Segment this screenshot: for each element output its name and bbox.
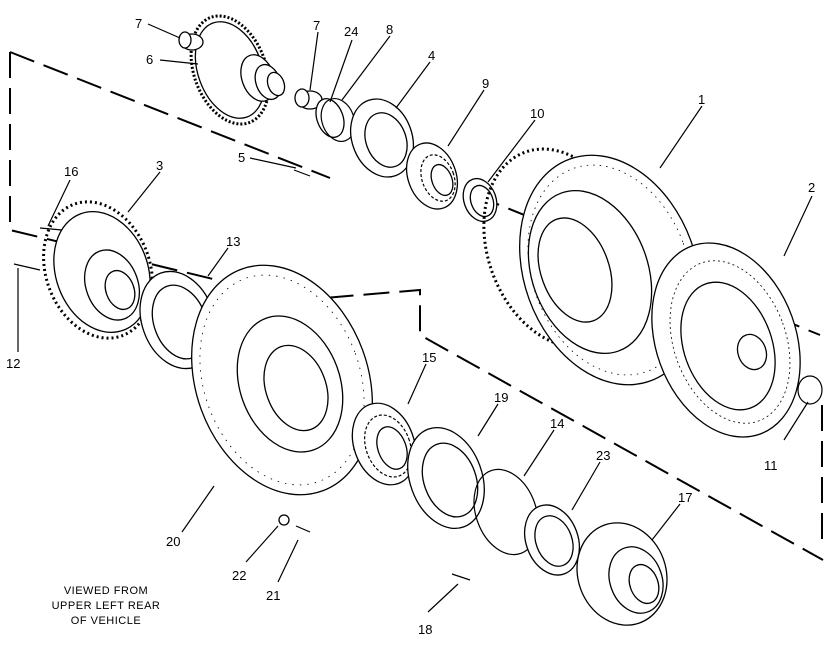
- label-7-left: 7: [135, 16, 142, 31]
- label-10: 10: [530, 106, 544, 121]
- caption-line-2: UPPER LEFT REAR: [52, 600, 161, 612]
- label-1: 1: [698, 92, 705, 107]
- part-15-bearing: [351, 402, 417, 486]
- part-22-washer: [278, 514, 290, 526]
- label-9: 9: [482, 76, 489, 91]
- label-14: 14: [550, 416, 564, 431]
- label-19: 19: [494, 390, 508, 405]
- label-13: 13: [226, 234, 240, 249]
- label-11: 11: [764, 458, 778, 473]
- part-3-hub: [42, 200, 154, 340]
- label-15: 15: [422, 350, 436, 365]
- part-17-hub: [576, 522, 668, 626]
- label-5: 5: [238, 150, 245, 165]
- part-21-bolt: [295, 525, 311, 533]
- part-7-sleeve-left: [178, 31, 204, 51]
- label-22: 22: [232, 568, 246, 583]
- leader-lines: [17, 23, 813, 613]
- part-11-oring: [797, 375, 823, 405]
- label-6: 6: [146, 52, 153, 67]
- label-12: 12: [6, 356, 20, 371]
- part-12-bolt: [13, 263, 41, 271]
- part-18-bolt: [451, 573, 471, 581]
- part-23-washer: [523, 504, 581, 576]
- part-20-disc: [191, 264, 373, 496]
- part-7-sleeve-right: [294, 88, 323, 110]
- part-24-ring: [315, 98, 345, 138]
- label-18: 18: [418, 622, 432, 637]
- caption-line-1: VIEWED FROM: [64, 585, 148, 597]
- part-labels: 7 6 7 24 8 4 5 9 10 1 2 3 16 13 12 15 19…: [6, 16, 815, 637]
- part-6-gear: [189, 14, 286, 126]
- label-3: 3: [156, 158, 163, 173]
- label-21: 21: [266, 588, 280, 603]
- part-4-cup: [350, 98, 414, 178]
- label-8: 8: [386, 22, 393, 37]
- label-7-right: 7: [313, 18, 320, 33]
- part-14-oring: [473, 468, 539, 556]
- view-caption: VIEWED FROM UPPER LEFT REAR OF VEHICLE: [52, 585, 161, 627]
- part-5-bolt: [293, 169, 311, 177]
- label-20: 20: [166, 534, 180, 549]
- part-2-carrier: [651, 242, 801, 438]
- label-4: 4: [428, 48, 435, 63]
- label-17: 17: [678, 490, 692, 505]
- part-10-ring: [462, 177, 498, 223]
- caption-line-3: OF VEHICLE: [71, 615, 141, 627]
- label-2: 2: [808, 180, 815, 195]
- part-16-stud: [39, 227, 63, 231]
- part-9-bearing: [405, 142, 459, 210]
- label-16: 16: [64, 164, 78, 179]
- label-24: 24: [344, 24, 358, 39]
- part-19-retainer: [407, 426, 485, 530]
- label-23: 23: [596, 448, 610, 463]
